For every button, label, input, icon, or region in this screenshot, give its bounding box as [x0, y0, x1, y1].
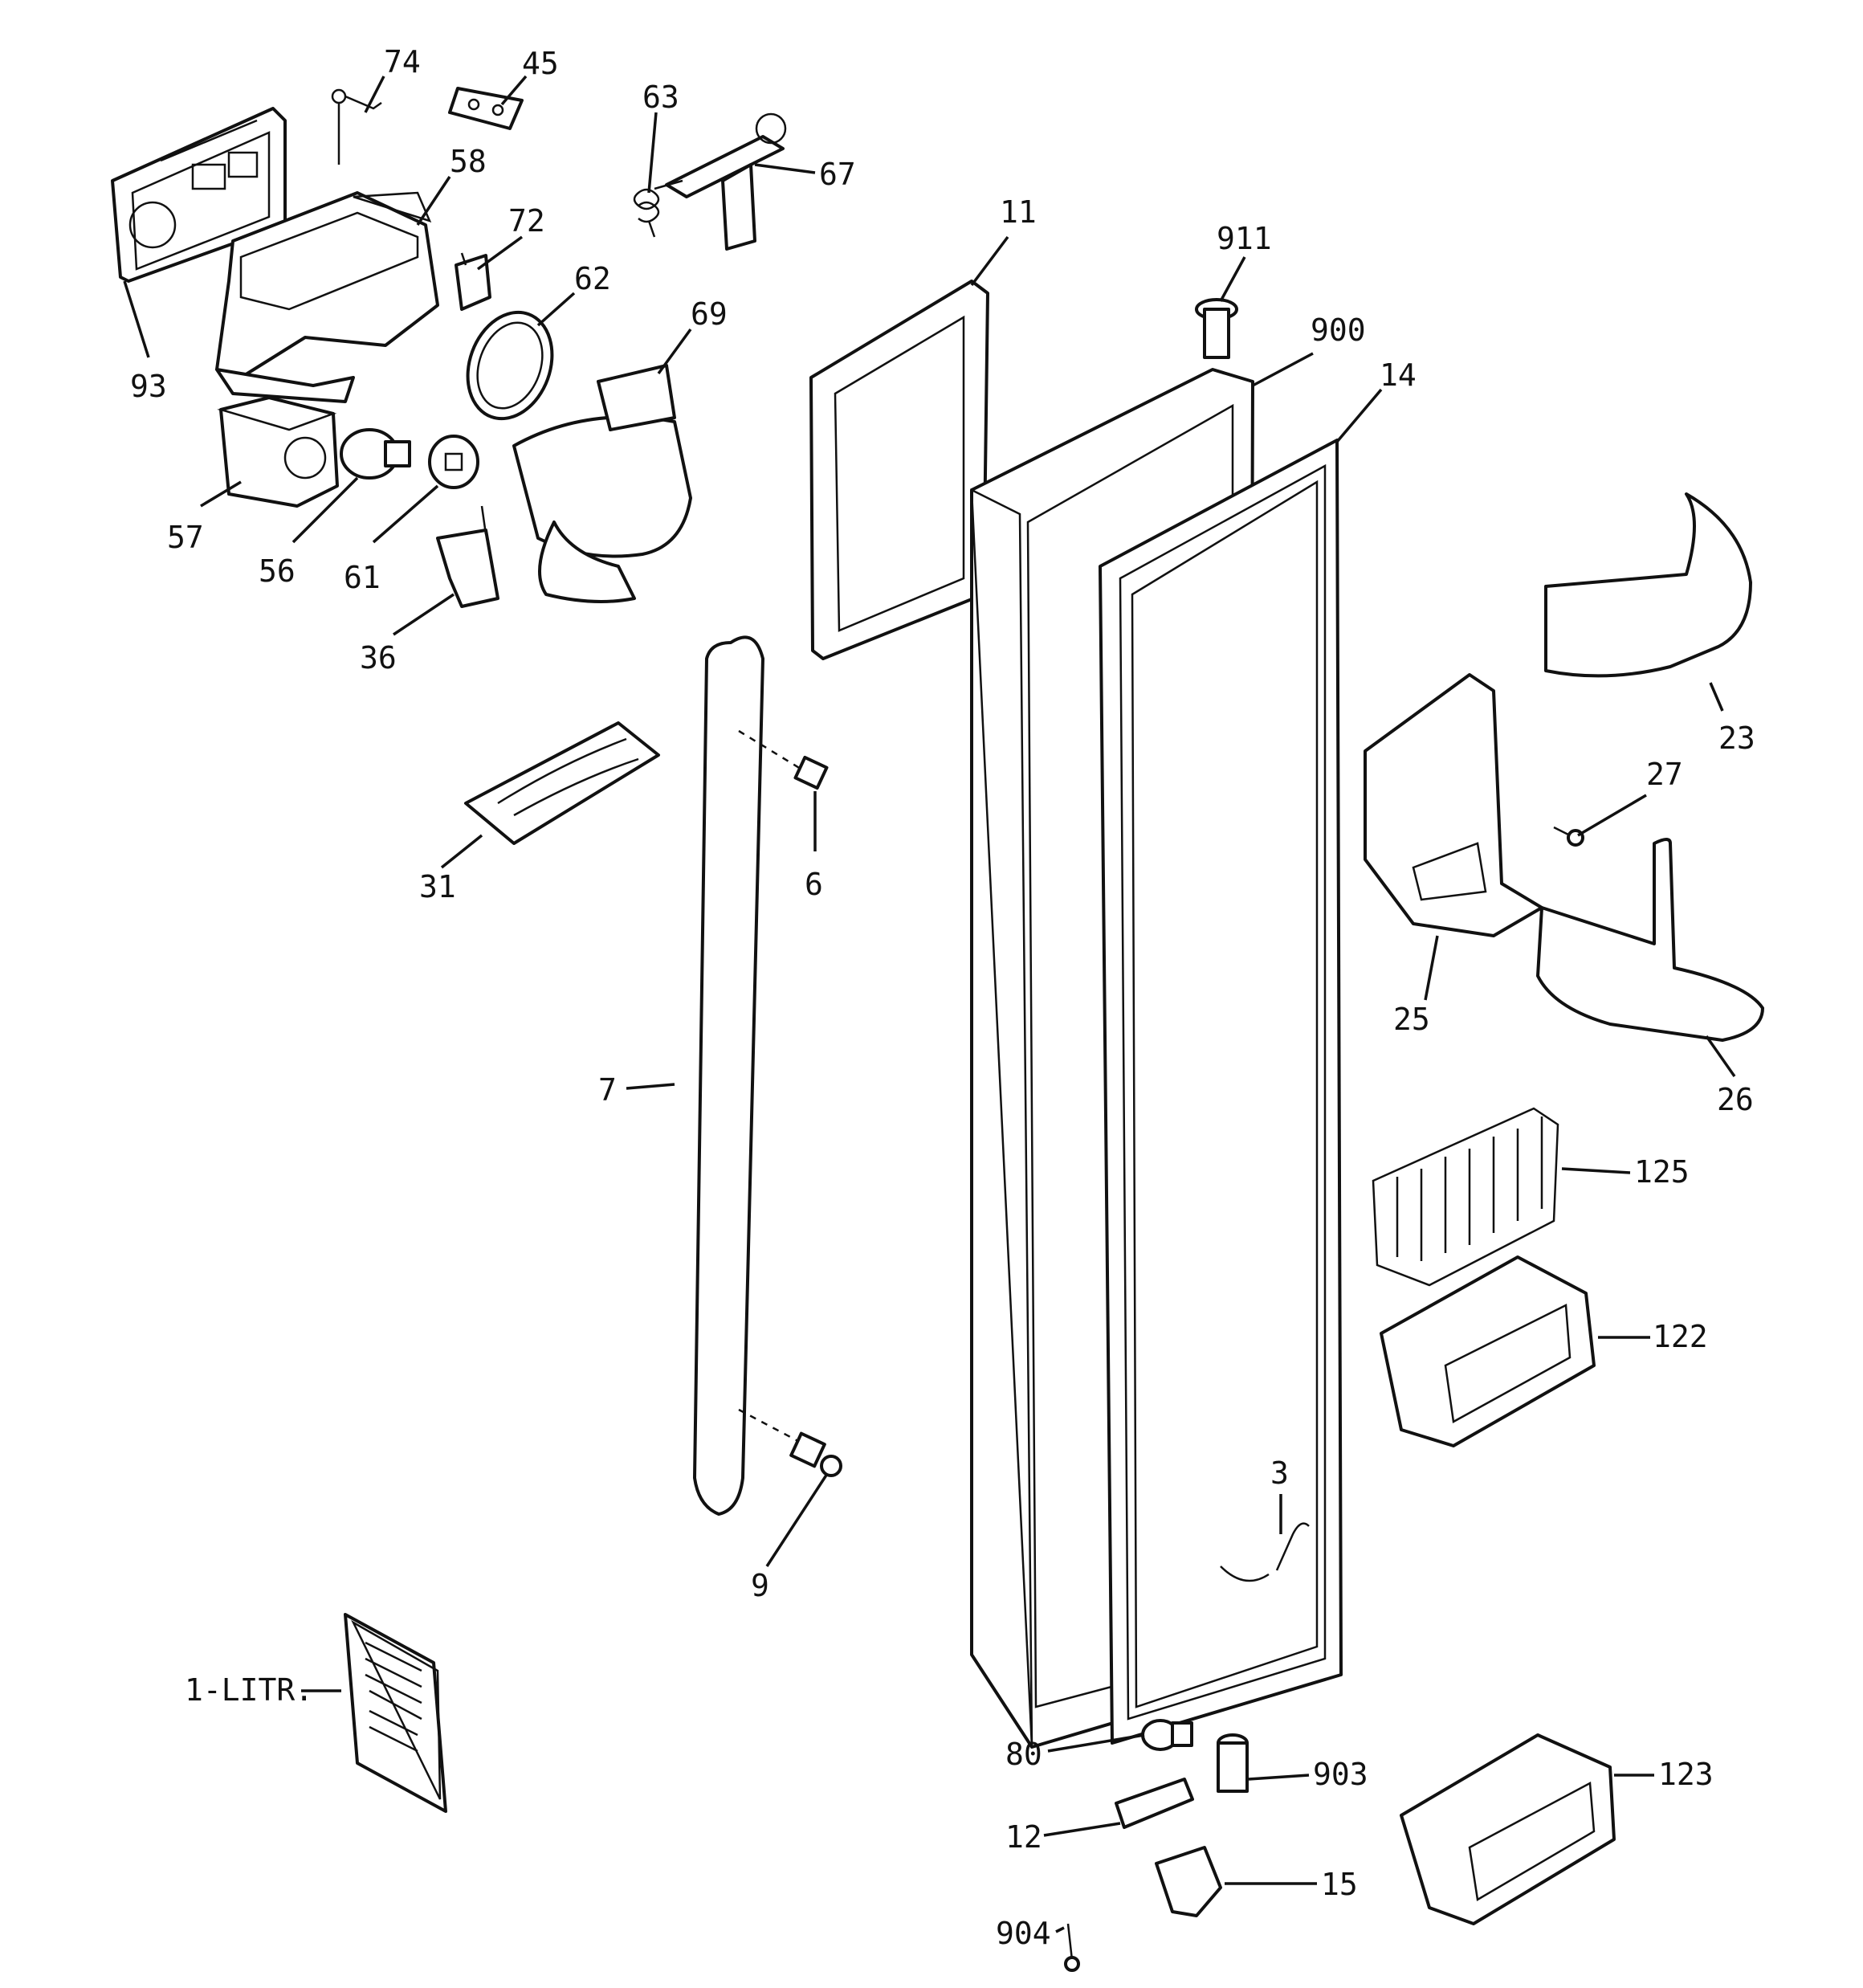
part-9-screw — [789, 1431, 842, 1477]
callout-25: 25 — [1393, 1002, 1430, 1037]
callout-31: 31 — [419, 869, 456, 904]
callout-56: 56 — [259, 553, 296, 589]
callout-15: 15 — [1321, 1867, 1358, 1902]
callout-36: 36 — [360, 640, 397, 676]
part-11-dispenser-frame — [809, 280, 989, 660]
callout-3: 3 — [1270, 1455, 1289, 1491]
part-911-plug — [1195, 298, 1238, 359]
callout-7: 7 — [598, 1072, 617, 1108]
callout-26: 26 — [1717, 1082, 1754, 1117]
part-67-bracket — [654, 112, 787, 251]
callout-23: 23 — [1718, 720, 1755, 756]
callout-69: 69 — [691, 296, 728, 332]
callout-27: 27 — [1646, 757, 1683, 792]
callout-67: 67 — [819, 157, 856, 192]
callout-63: 63 — [642, 80, 679, 115]
callout-1-litr: 1-LITR. — [185, 1672, 314, 1708]
part-25-bin — [1364, 673, 1543, 937]
part-72-switch — [455, 252, 491, 311]
callout-14: 14 — [1380, 357, 1417, 393]
part-36-bracket — [436, 505, 499, 608]
part-7-handle — [693, 635, 812, 1516]
callout-45: 45 — [522, 46, 559, 81]
part-903-pin — [1217, 1733, 1249, 1793]
callout-12: 12 — [1005, 1819, 1042, 1855]
callout-123: 123 — [1658, 1757, 1714, 1792]
callout-903: 903 — [1313, 1757, 1368, 1792]
part-122-bin — [1380, 1255, 1596, 1447]
callout-61: 61 — [344, 560, 381, 595]
callout-9: 9 — [751, 1568, 769, 1603]
part-63-spring — [633, 188, 660, 238]
part-74-spring — [331, 88, 382, 165]
part-3-harness — [1220, 1522, 1310, 1582]
part-14-gasket — [1099, 439, 1343, 1745]
part-62-ring — [466, 310, 554, 421]
part-1-litr-literature — [344, 1613, 447, 1813]
part-26-bin — [1536, 838, 1764, 1042]
part-6-screw — [793, 755, 829, 790]
callout-93: 93 — [130, 369, 167, 404]
callout-904: 904 — [996, 1916, 1051, 1951]
part-56-auger — [340, 428, 411, 480]
callout-80: 80 — [1005, 1737, 1042, 1772]
part-80-bushing — [1141, 1719, 1193, 1751]
part-69-chute — [512, 364, 692, 603]
callout-125: 125 — [1634, 1154, 1690, 1190]
part-61-coupling — [428, 435, 479, 489]
part-123-bin — [1400, 1733, 1616, 1925]
part-904-screw — [1064, 1923, 1080, 1972]
part-57-motor-cover — [217, 396, 339, 508]
part-125-wire-shelf — [1372, 1107, 1559, 1287]
part-15-hinge — [1155, 1846, 1222, 1917]
leader-lines — [123, 75, 1736, 1933]
callout-122: 122 — [1653, 1319, 1708, 1354]
part-45-clip — [448, 87, 524, 130]
part-23-bin — [1544, 492, 1752, 678]
part-12-hinge-plate — [1115, 1778, 1194, 1829]
callout-62: 62 — [574, 261, 611, 296]
callout-11: 11 — [1000, 194, 1037, 230]
callout-58: 58 — [450, 144, 487, 179]
callout-900: 900 — [1311, 312, 1366, 348]
callout-72: 72 — [508, 203, 545, 239]
part-31-drip-tray — [464, 721, 660, 845]
callout-74: 74 — [384, 44, 421, 80]
callout-57: 57 — [167, 520, 204, 555]
callout-911: 911 — [1217, 221, 1272, 256]
part-58-dispenser-housing — [215, 191, 439, 403]
callout-6: 6 — [805, 867, 823, 902]
